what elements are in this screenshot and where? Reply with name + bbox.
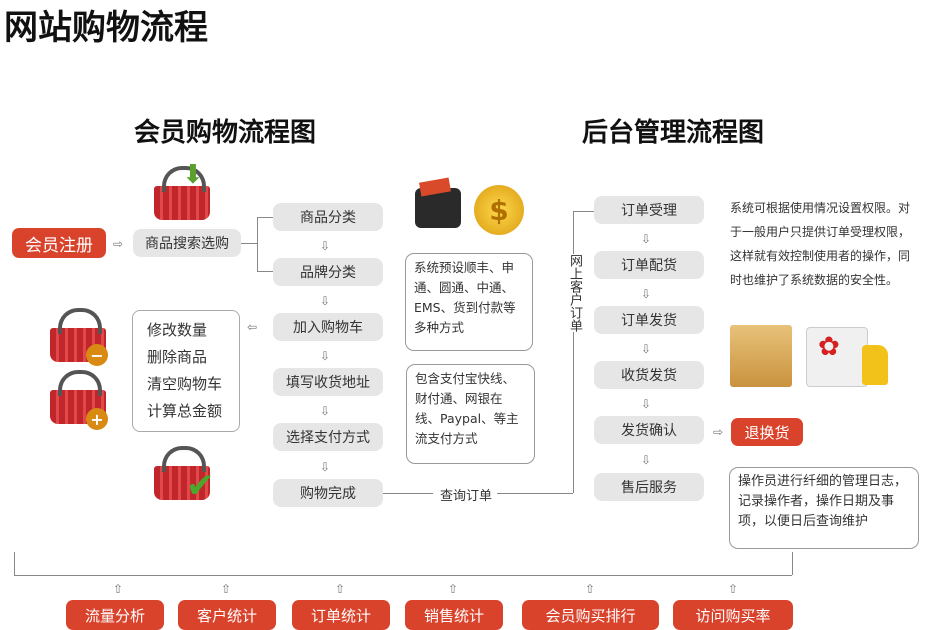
arrow-left-icon: ⇦ xyxy=(247,320,258,334)
arrow-down-icon: ⇩ xyxy=(641,453,652,467)
step-receive[interactable]: 收货发货 xyxy=(594,361,704,389)
arrow-right-icon: ⇨ xyxy=(113,237,124,251)
cart-action[interactable]: 计算总金额 xyxy=(147,402,223,420)
traffic-analysis-button[interactable]: 流量分析 xyxy=(66,600,164,630)
coins-icon: $ xyxy=(474,185,524,235)
cart-actions-list: 修改数量 删除商品 清空购物车 计算总金额 xyxy=(132,310,240,432)
arrow-right-icon: ⇨ xyxy=(713,425,724,439)
permission-note: 系统可根据使用情况设置权限。对于一般用户只提供订单受理权限，这样就有效控制使用者… xyxy=(730,201,911,287)
package-icon xyxy=(730,325,792,387)
arrow-down-icon: ⇩ xyxy=(641,397,652,411)
down-arrow-icon: ⬇ xyxy=(182,160,204,190)
step-confirm[interactable]: 发货确认 xyxy=(594,416,704,444)
arrow-down-icon: ⇩ xyxy=(320,294,331,308)
step-address[interactable]: 填写收货地址 xyxy=(273,368,383,396)
shipping-note: 系统预设顺丰、申通、圆通、中通、EMS、货到付款等多种方式 xyxy=(405,253,533,351)
step-pick[interactable]: 订单配货 xyxy=(594,251,704,279)
search-step[interactable]: 商品搜索选购 xyxy=(133,229,241,257)
arrow-down-icon: ⇩ xyxy=(320,349,331,363)
online-order-label: 网上客户订单 xyxy=(564,254,582,332)
arrow-up-icon: ⇧ xyxy=(728,582,739,596)
plus-icon: + xyxy=(86,408,108,430)
arrow-up-icon: ⇧ xyxy=(448,582,459,596)
step-add-cart[interactable]: 加入购物车 xyxy=(273,313,383,341)
step-brand[interactable]: 品牌分类 xyxy=(273,258,383,286)
sales-stats-button[interactable]: 销售统计 xyxy=(405,600,503,630)
member-ranking-button[interactable]: 会员购买排行 xyxy=(522,600,659,630)
return-button[interactable]: 退换货 xyxy=(731,418,803,446)
customer-stats-button[interactable]: 客户统计 xyxy=(178,600,276,630)
page-title: 网站购物流程 xyxy=(4,8,208,48)
arrow-down-icon: ⇩ xyxy=(641,232,652,246)
step-ship[interactable]: 订单发货 xyxy=(594,306,704,334)
check-icon: ✔ xyxy=(186,466,215,506)
step-complete[interactable]: 购物完成 xyxy=(273,479,383,507)
arrow-down-icon: ⇩ xyxy=(320,404,331,418)
basket-done-icon xyxy=(154,446,210,500)
step-accept[interactable]: 订单受理 xyxy=(594,196,704,224)
cart-action[interactable]: 修改数量 xyxy=(147,321,208,339)
right-heading: 后台管理流程图 xyxy=(582,118,765,148)
arrow-down-icon: ⇩ xyxy=(320,460,331,474)
conversion-rate-button[interactable]: 访问购买率 xyxy=(673,600,793,630)
basket-icon xyxy=(154,166,210,220)
arrow-down-icon: ⇩ xyxy=(320,239,331,253)
arrow-up-icon: ⇧ xyxy=(221,582,232,596)
arrow-up-icon: ⇧ xyxy=(335,582,346,596)
register-button[interactable]: 会员注册 xyxy=(12,228,106,258)
arrow-down-icon: ⇩ xyxy=(641,287,652,301)
cart-action[interactable]: 删除商品 xyxy=(147,348,208,366)
order-stats-button[interactable]: 订单统计 xyxy=(292,600,390,630)
arrow-up-icon: ⇧ xyxy=(113,582,124,596)
left-heading: 会员购物流程图 xyxy=(134,118,317,148)
cart-action[interactable]: 清空购物车 xyxy=(147,375,223,393)
log-note: 操作员进行纤细的管理日志，记录操作者，操作日期及事项，以便日后查询维护 xyxy=(729,467,919,549)
query-order-label: 查询订单 xyxy=(440,489,493,504)
payment-note: 包含支付宝快线、财付通、网银在线、Paypal、等主流支付方式 xyxy=(406,364,535,464)
arrow-up-icon: ⇧ xyxy=(585,582,596,596)
step-after-sales[interactable]: 售后服务 xyxy=(594,473,704,501)
gift-bow-icon: ✿ xyxy=(818,332,840,362)
arrow-down-icon: ⇩ xyxy=(641,342,652,356)
truck-icon xyxy=(806,327,868,387)
step-payment[interactable]: 选择支付方式 xyxy=(273,423,383,451)
step-category[interactable]: 商品分类 xyxy=(273,203,383,231)
minus-icon: − xyxy=(86,344,108,366)
